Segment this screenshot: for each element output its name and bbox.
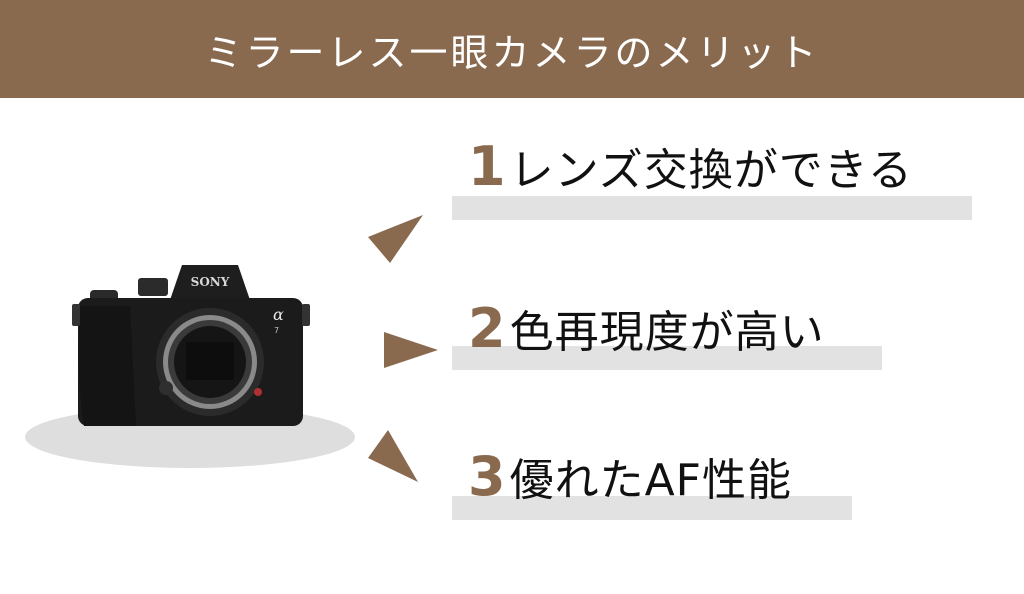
camera-image: SONY α 7 (72, 265, 310, 426)
brand-logo: SONY (191, 275, 230, 289)
item-number: 3 (468, 445, 506, 508)
item-underline (452, 196, 972, 220)
item-label: 色再現度が高い (509, 307, 825, 358)
header-banner: ミラーレス一眼カメラのメリット (0, 0, 1024, 98)
item-number: 2 (468, 297, 506, 360)
arrow-to-item-1 (368, 215, 423, 263)
item-underline (452, 496, 852, 520)
item-underline (452, 346, 882, 370)
item-label: 優れたAF性能 (509, 455, 792, 506)
arrow-to-item-2 (384, 332, 438, 368)
arrow-to-item-3 (368, 430, 418, 482)
page-title: ミラーレス一眼カメラのメリット (204, 30, 820, 75)
model-number: 7 (274, 326, 279, 335)
item-number: 1 (468, 135, 506, 198)
model-symbol: α (273, 305, 284, 324)
item-label: レンズ交換ができる (509, 145, 913, 196)
